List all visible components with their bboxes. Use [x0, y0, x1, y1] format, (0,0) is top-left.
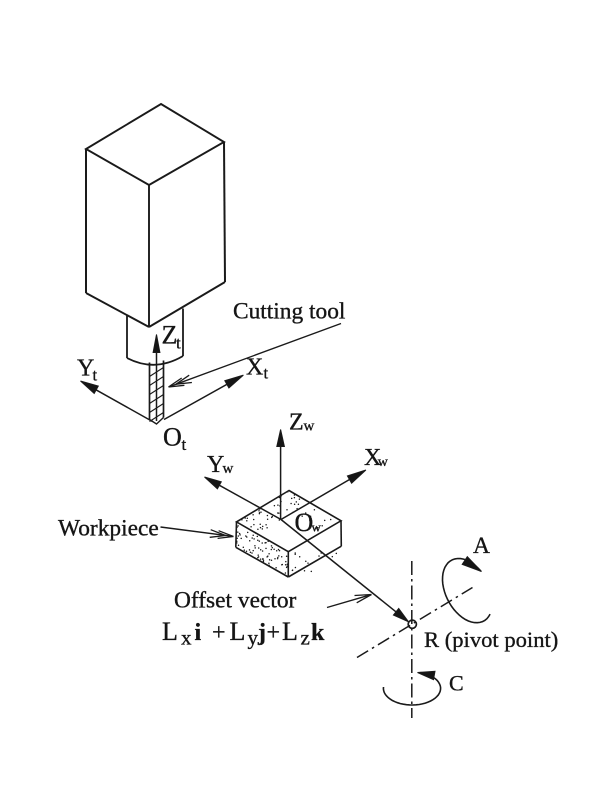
svg-text:k: k: [311, 620, 325, 646]
svg-text:z: z: [301, 626, 310, 650]
svg-text:w: w: [378, 455, 389, 470]
svg-text:t: t: [93, 366, 98, 385]
svg-text:Workpiece: Workpiece: [58, 516, 159, 542]
svg-text:y: y: [248, 626, 259, 650]
svg-text:t: t: [176, 334, 181, 353]
svg-text:w: w: [304, 419, 315, 435]
svg-text:L: L: [230, 617, 246, 646]
svg-text:Offset vector: Offset vector: [174, 588, 297, 614]
svg-text:L: L: [162, 617, 178, 646]
svg-text:O: O: [163, 423, 182, 452]
svg-text:t: t: [264, 364, 269, 383]
svg-text:w: w: [312, 520, 322, 535]
svg-text:R (pivot point): R (pivot point): [424, 627, 558, 652]
svg-text:j: j: [257, 620, 266, 646]
svg-text:A: A: [473, 533, 490, 559]
svg-text:i: i: [195, 620, 202, 646]
svg-text:O: O: [295, 508, 314, 537]
svg-text:x: x: [181, 626, 192, 650]
svg-text:Y: Y: [207, 452, 224, 478]
svg-text:Z: Z: [289, 410, 304, 436]
svg-text:C: C: [449, 671, 464, 696]
svg-text:Cutting tool: Cutting tool: [233, 299, 346, 325]
svg-text:L: L: [282, 617, 298, 646]
svg-text:X: X: [364, 445, 381, 471]
svg-text:X: X: [246, 355, 263, 381]
svg-text:w: w: [223, 461, 234, 477]
svg-text:Y: Y: [77, 356, 94, 382]
svg-text:+: +: [212, 620, 226, 646]
svg-text:t: t: [182, 435, 187, 454]
svg-text:Z: Z: [162, 321, 178, 350]
svg-text:+: +: [267, 620, 281, 646]
